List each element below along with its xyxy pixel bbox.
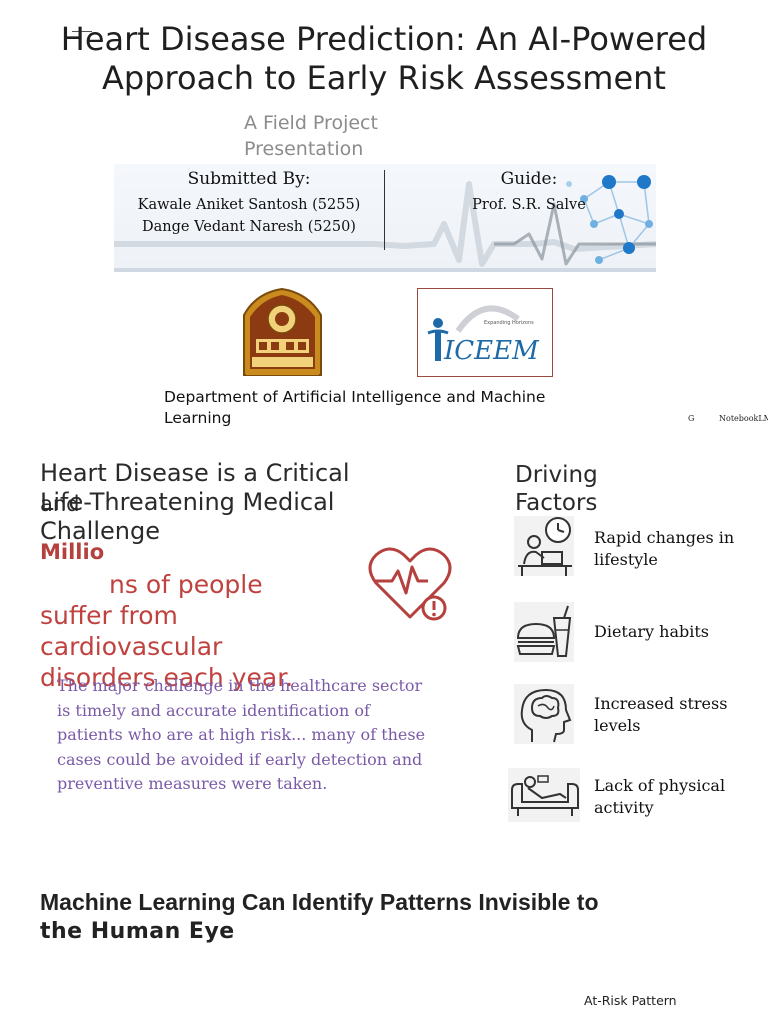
title-line-2: Approach to Early Risk Assessment <box>102 59 666 97</box>
burger-drink-icon <box>514 602 574 662</box>
factor-label: Dietary habits <box>594 622 709 641</box>
desk-clock-icon <box>514 516 574 576</box>
slide-marker-dash <box>72 31 92 32</box>
university-seal-logo <box>236 285 329 379</box>
page-title: Heart Disease Prediction: An AI-Powered … <box>40 20 728 98</box>
guide-name: Prof. S.R. Salve <box>472 197 586 213</box>
notebooklm-label: NotebookLM <box>719 414 768 423</box>
department-name: Department of Artificial Intelligence an… <box>164 388 546 427</box>
factor-label: Rapid changes in lifestyle <box>594 528 735 569</box>
ml-title-line-2: the Human Eye <box>40 919 235 944</box>
challenge-heading: Heart Disease is a Critical Life-Threate… <box>40 459 350 545</box>
subtitle: A Field Project Presentation <box>244 112 378 160</box>
stat-millio: Millio <box>40 540 105 564</box>
challenge-quote: The major challenge in the healthcare se… <box>57 676 426 793</box>
driving-factors-heading: Driving Factors <box>515 462 598 516</box>
overlap-word: and <box>40 492 80 516</box>
brain-head-icon <box>514 684 574 744</box>
stat-text: ns of people suffer from cardiovascular … <box>40 570 294 692</box>
notebook-g-mark: G <box>688 414 695 423</box>
guide-heading: Guide: <box>500 169 558 189</box>
submitted-by-block: Submitted By: Kawale Aniket Santosh (525… <box>114 168 384 238</box>
banner-divider <box>384 170 385 250</box>
ml-title-line-1: Machine Learning Can Identify Patterns I… <box>40 889 599 915</box>
credits-banner: Submitted By: Kawale Aniket Santosh (525… <box>114 164 656 272</box>
title-line-1: Heart Disease Prediction: An AI-Powered <box>60 20 708 58</box>
factor-label: Increased stress levels <box>594 694 728 735</box>
guide-block: Guide: Prof. S.R. Salve <box>459 168 599 216</box>
member-name: Dange Vedant Naresh (5250) <box>142 219 356 235</box>
iceem-wordmark: ICEEM <box>443 336 540 366</box>
ecg-network-graphic <box>114 175 656 272</box>
factor-label: Lack of physical activity <box>594 776 726 817</box>
at-risk-pattern-label: At-Risk Pattern <box>584 993 677 1008</box>
iceem-logo-graphic: Expanding Horizons ICEEM <box>427 305 540 366</box>
iceem-logo: Expanding Horizons ICEEM <box>417 288 553 377</box>
iceem-tagline: Expanding Horizons <box>484 320 534 326</box>
heart-warning-icon <box>368 547 452 621</box>
member-name: Kawale Aniket Santosh (5255) <box>137 197 361 213</box>
couch-person-icon <box>508 768 580 822</box>
submitted-by-heading: Submitted By: <box>187 169 311 189</box>
